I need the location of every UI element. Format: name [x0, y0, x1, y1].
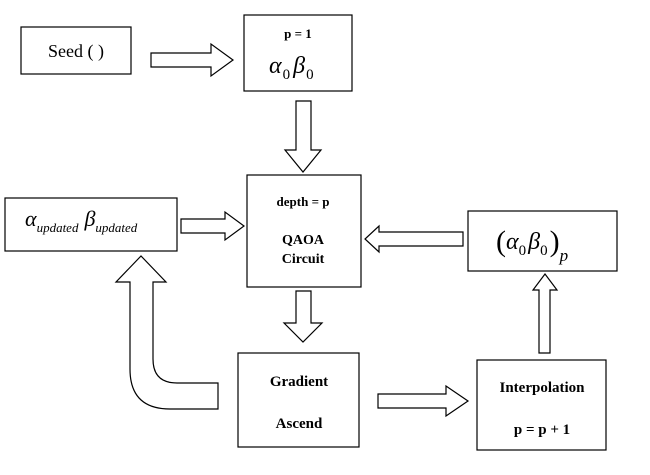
updated-params-box [4, 197, 178, 252]
alpha-symbol: α [506, 229, 519, 255]
circuit-box [246, 174, 362, 288]
alpha-subscript: 0 [519, 243, 527, 259]
seed-box [20, 26, 132, 75]
circuit-line2: Circuit [282, 252, 325, 267]
alpha-symbol: α [269, 53, 282, 79]
arrow-interpolation-to-interp [531, 273, 559, 354]
initial-params-box [243, 14, 353, 92]
close-paren: ) [550, 225, 560, 258]
alpha-subscript: updated [37, 220, 79, 235]
arrow-circuit-to-gradient [282, 290, 324, 343]
arrow-gradient-to-interpolation [377, 384, 470, 418]
arrow-updated-to-circuit [180, 210, 246, 242]
alpha-subscript: 0 [283, 67, 291, 83]
interpolation-line1: Interpolation [499, 380, 585, 396]
gradient-line1: Gradient [270, 374, 328, 390]
arrow-gradient-to-updated [114, 255, 219, 410]
alpha-symbol: α [25, 206, 37, 231]
interpolation-line2: p = p + 1 [514, 422, 570, 438]
circuit-line1: QAOA [282, 233, 325, 248]
arrow-seed-to-params [150, 42, 235, 78]
alpha0-beta0-p: (α0β0)p [496, 225, 568, 265]
open-paren: ( [496, 225, 506, 258]
interp-params-box [467, 210, 618, 272]
beta-subscript: updated [95, 220, 137, 235]
arrow-params-to-circuit [283, 100, 323, 173]
beta-symbol: β [292, 53, 305, 79]
beta-symbol: β [527, 229, 540, 255]
beta-symbol: β [83, 206, 95, 231]
gradient-line2: Ascend [276, 416, 323, 432]
outer-subscript: p [559, 246, 569, 265]
depth-label: depth = p [277, 194, 330, 209]
p-equals-1-label: p = 1 [284, 26, 312, 41]
seed-label: Seed ( ) [48, 41, 104, 62]
beta-subscript: 0 [306, 67, 314, 83]
interpolation-box [476, 359, 607, 451]
gradient-box [237, 352, 360, 448]
arrow-interp-to-circuit [364, 224, 464, 254]
beta-subscript: 0 [540, 243, 548, 259]
